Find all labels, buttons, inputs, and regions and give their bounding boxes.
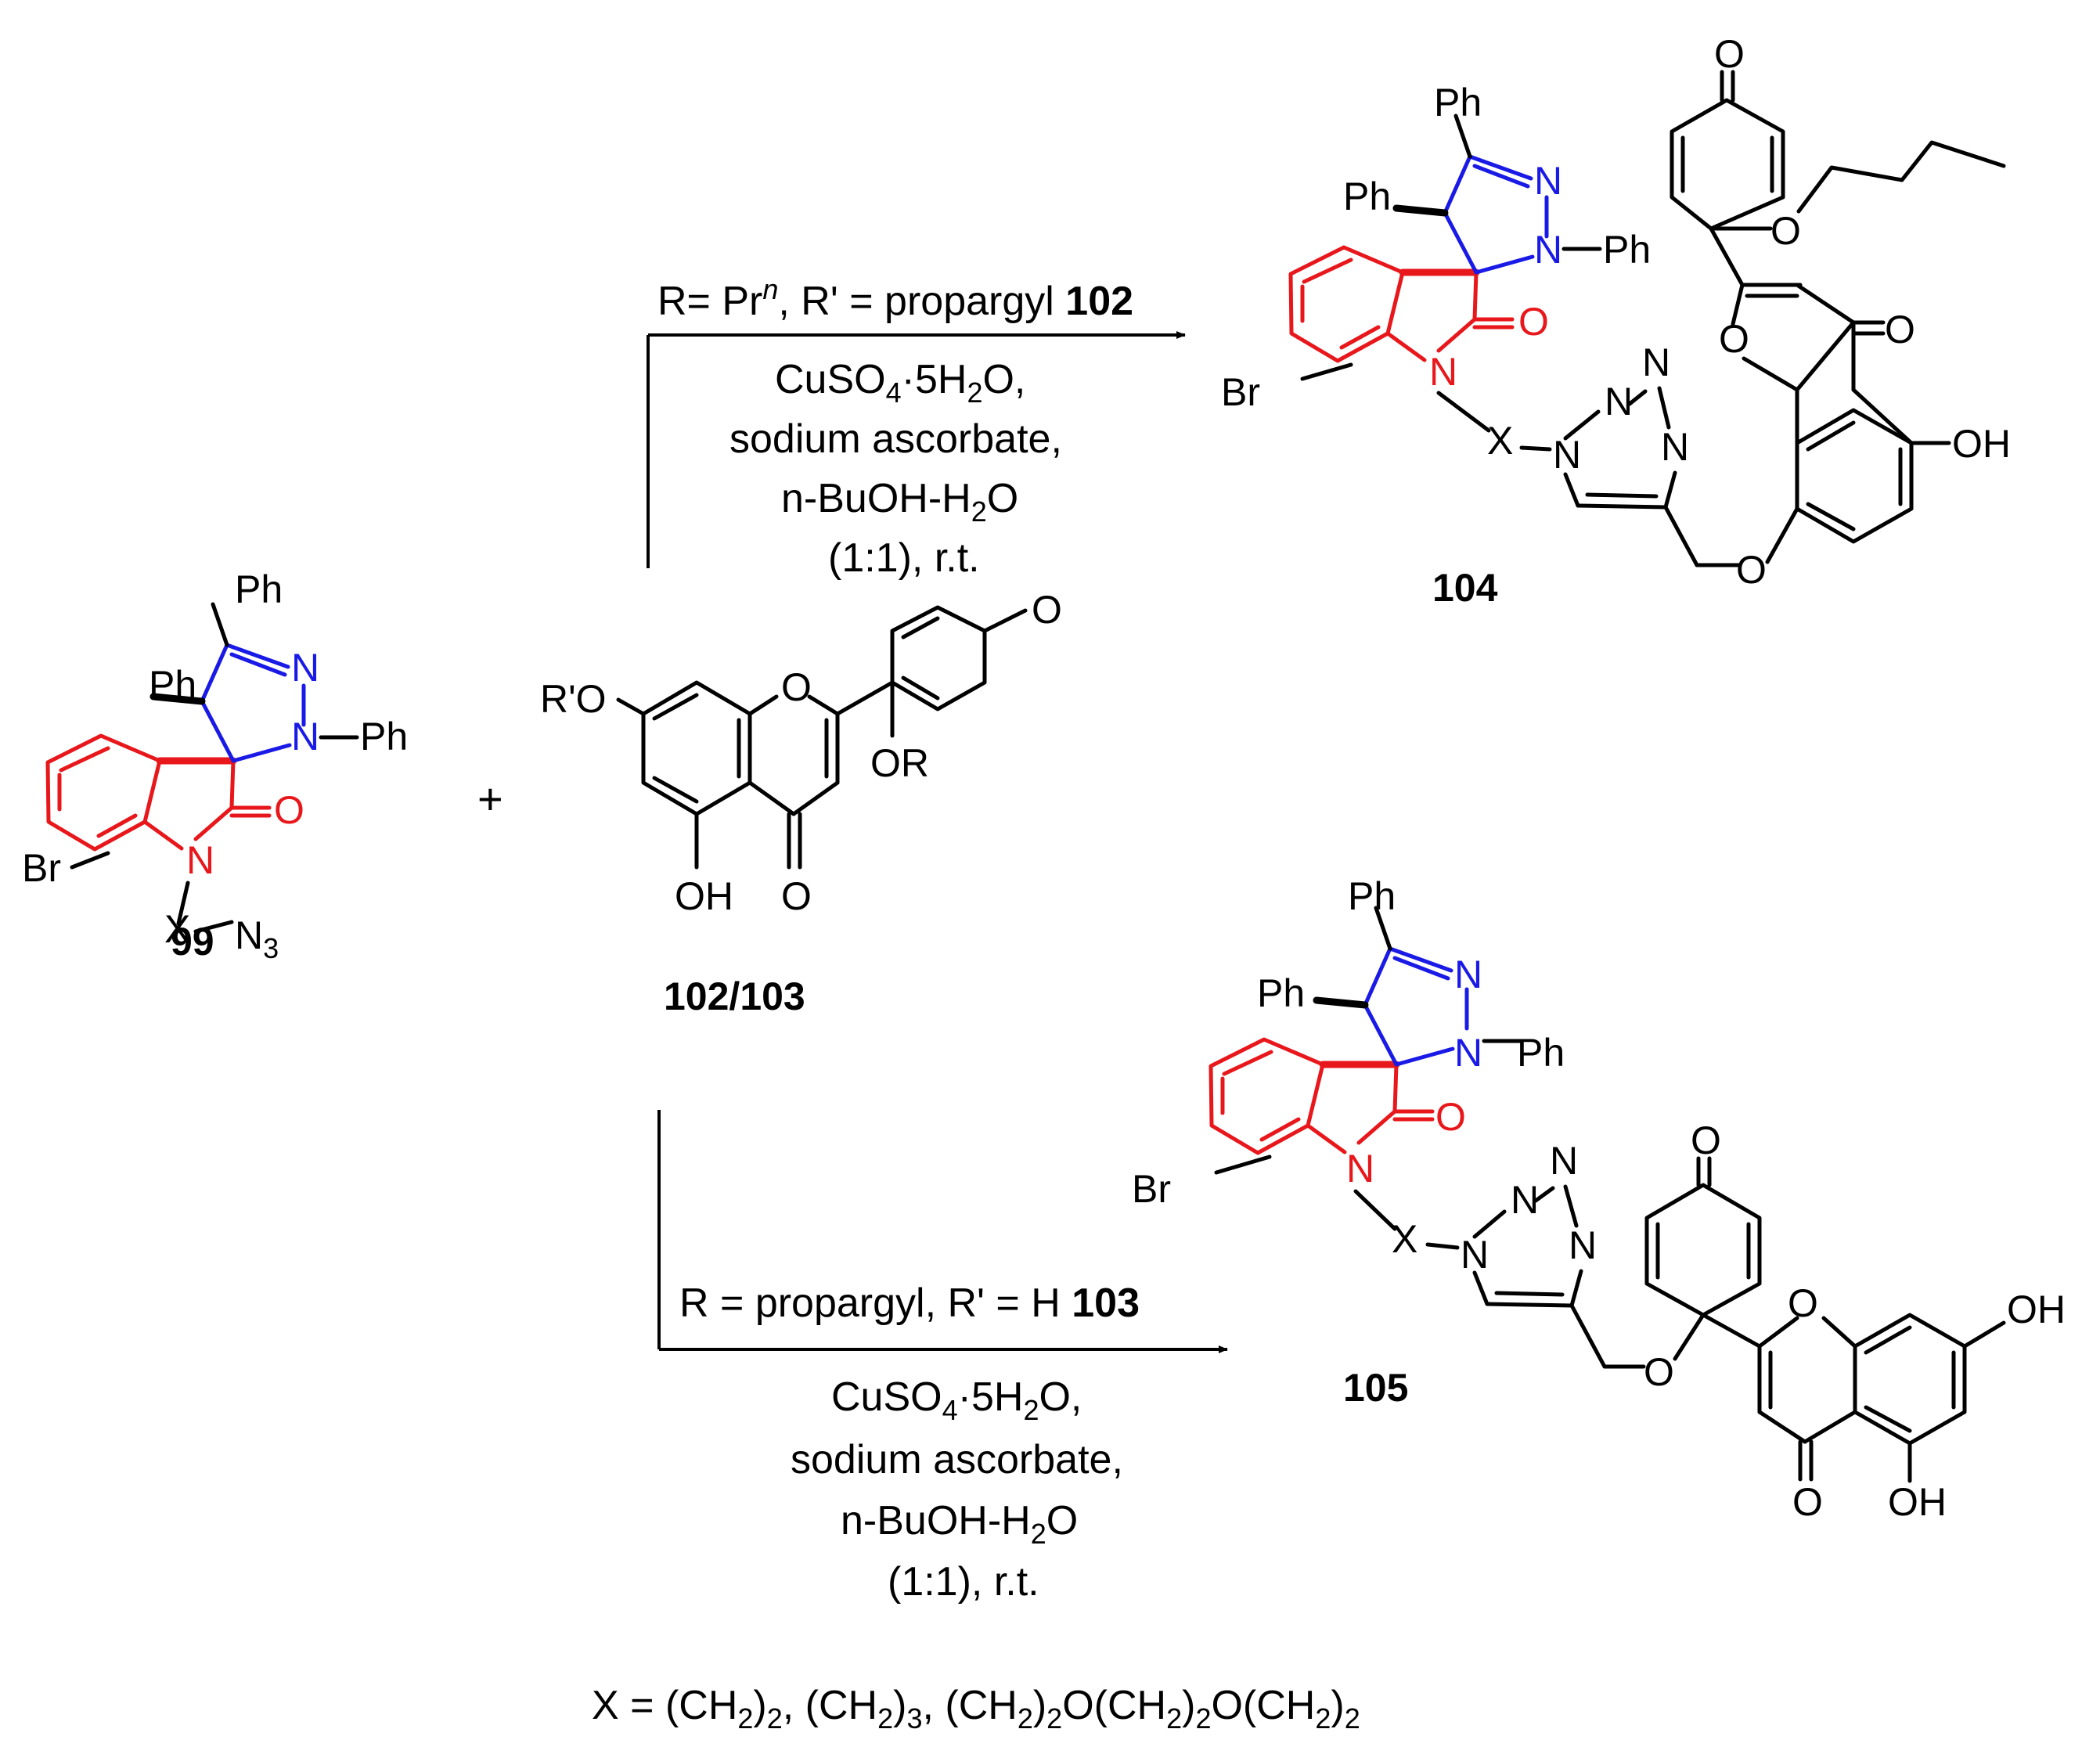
hydroxyl-label: OH [2007,1288,2066,1331]
n-atom: N [1553,433,1581,477]
oxygen-atom: O [1435,1095,1466,1139]
condition-solvent: n-BuOH-H2O [781,476,1018,528]
x-linker: X [1487,419,1513,463]
n-atom: N [186,838,214,882]
plus-sign: + [477,774,503,823]
hydroxyl-label: OH [1952,422,2011,466]
n-atom: N [1346,1147,1374,1190]
condition-temperature: (1:1), r.t. [828,535,980,581]
reaction-arrow-bottom: R = propargyl, R' = H 103 CuSO4·5H2O, so… [657,1110,1228,1605]
condition-reductant: sodium ascorbate, [791,1437,1123,1482]
reagent-line: R = propargyl, R' = H 103 [679,1281,1140,1326]
oxygen-atom: O [274,788,304,832]
oxygen-atom: O [781,665,812,709]
oxygen-atom: O [1885,308,1915,351]
oxygen-atom: O [1644,1350,1674,1394]
compound-number: 99 [171,920,214,964]
compound-number: 104 [1432,566,1498,610]
azide-label: N3 [235,913,279,964]
ph-label: Ph [1517,1031,1565,1075]
condition-reductant: sodium ascorbate, [729,416,1062,462]
ph-label: Ph [1603,228,1651,272]
ro-label: R'O [540,677,607,721]
hydroxyl-label: OH [1888,1480,1947,1524]
br-atom: Br [22,846,61,890]
n-atom: N [291,715,319,758]
compound-99: Ph Ph Ph N N O N Br X N3 99 [22,567,408,964]
condition-temperature: (1:1), r.t. [888,1559,1039,1605]
oxygen-atom: O [1770,209,1801,253]
n-atom: N [291,646,319,690]
n-atom: N [1661,425,1689,469]
compound-102-103: O OH O R'O O OR 102/103 [540,588,1062,1018]
ph-label: Ph [235,567,283,611]
ph-label: Ph [360,715,408,758]
oxygen-atom: O [1736,548,1767,592]
oxygen-atom: O [1792,1480,1823,1524]
n-atom: N [1569,1223,1597,1267]
oxygen-atom: O [781,874,812,918]
linker-definition: X = (CH2)2, (CH2)3, (CH2)2O(CH2)2O(CH2)2 [592,1683,1360,1734]
condition-catalyst: CuSO4·5H2O, [775,357,1025,409]
ph-label: Ph [1348,874,1396,918]
reaction-arrow-top: R= Prn, R' = propargyl 102 CuSO4·5H2O, s… [647,273,1186,581]
hydroxyl-label: OH [675,874,733,918]
oxygen-atom: O [1691,1118,1721,1162]
n-atom: N [1454,953,1482,996]
ph-label: Ph [1343,175,1391,218]
n-atom: N [1461,1233,1489,1277]
n-atom: N [1429,350,1457,394]
ph-label: Ph [1257,971,1305,1015]
compound-104: Ph Ph Ph N N O N Br X N N N N O OH [1221,32,2011,610]
n-atom: N [1534,228,1562,272]
oxygen-atom: O [1714,32,1745,76]
x-linker: X [164,907,190,951]
x-linker: X [1392,1217,1417,1261]
or-label: OR [870,741,929,785]
compound-number: 105 [1343,1366,1408,1410]
compound-105: Ph Ph Ph N N O N Br X N N N N O O [1132,874,2066,1524]
br-atom: Br [1221,370,1260,414]
condition-catalyst: CuSO4·5H2O, [831,1374,1082,1426]
oxygen-atom: O [1518,300,1549,344]
ph-label: Ph [149,663,196,707]
ph-label: Ph [1434,81,1482,124]
reagent-line: R= Prn, R' = propargyl 102 [657,273,1133,324]
n-atom: N [1534,159,1562,203]
oxygen-atom: O [1788,1281,1818,1325]
condition-solvent: n-BuOH-H2O [841,1498,1078,1550]
n-atom: N [1642,340,1670,384]
n-atom: N [1605,380,1633,423]
br-atom: Br [1132,1167,1171,1211]
compound-number: 102/103 [664,974,805,1018]
oxygen-atom: O [1032,588,1062,632]
n-atom: N [1550,1139,1578,1183]
n-atom: N [1454,1031,1482,1075]
